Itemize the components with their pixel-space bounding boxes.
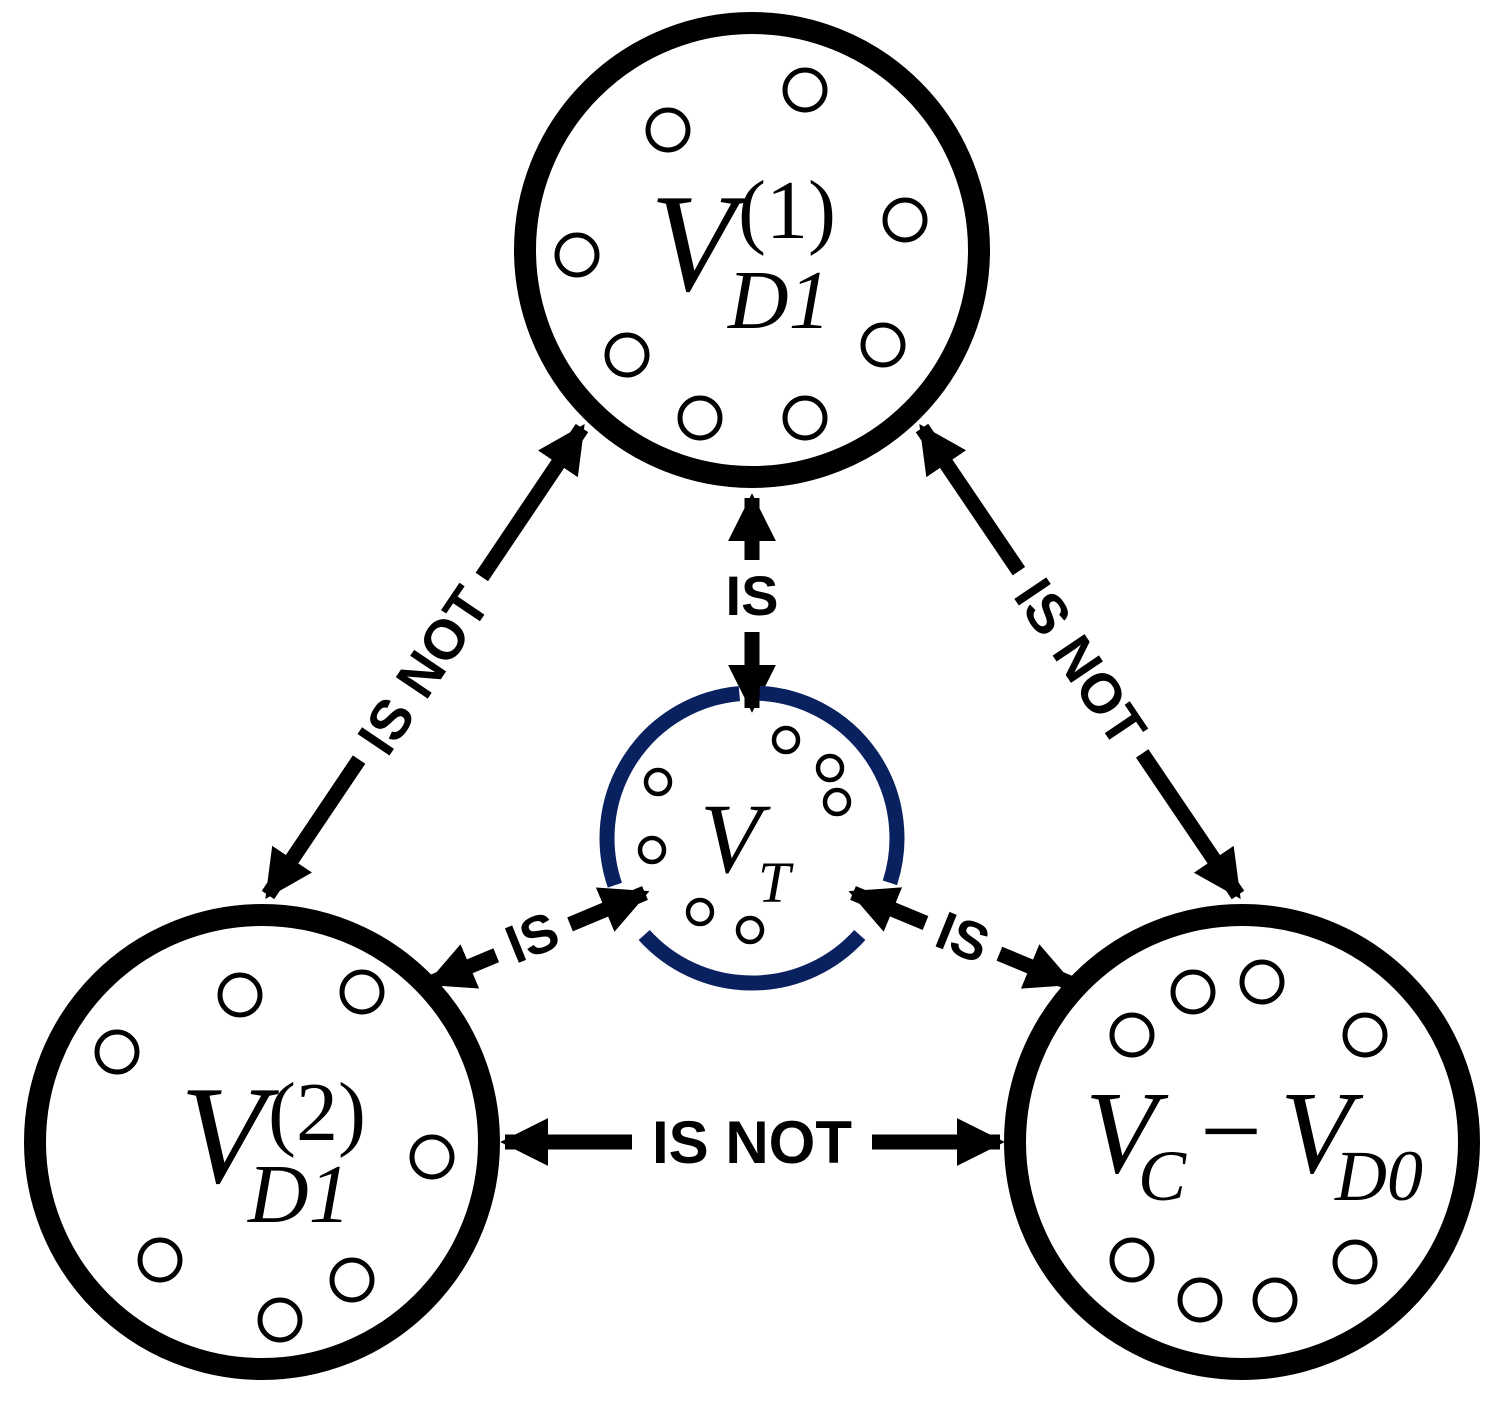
node-top: V (1) D1 (514, 12, 990, 488)
node-right-minus: − (1200, 1070, 1262, 1192)
edge-left-right-label: IS NOT (652, 1109, 852, 1176)
element-dot (685, 897, 715, 927)
node-left-dots (94, 969, 455, 1343)
element-dot (1252, 1277, 1298, 1323)
element-dot (882, 197, 928, 243)
element-dot (217, 972, 263, 1018)
element-dot (677, 395, 723, 441)
element-dot (1342, 1012, 1388, 1058)
element-dot (257, 1297, 303, 1343)
element-dot (409, 1134, 455, 1180)
node-center-ring (599, 685, 905, 991)
element-dot (735, 915, 765, 945)
node-center: V T (599, 685, 905, 991)
center-ring-arc (599, 686, 741, 888)
node-top-dots (554, 67, 928, 441)
node-left-sub: D1 (247, 1148, 351, 1241)
edge-right-center: IS (848, 886, 1075, 990)
node-top-main: V (650, 166, 749, 321)
element-dot (637, 835, 667, 865)
node-left-main: V (180, 1058, 279, 1213)
element-dot (815, 753, 845, 783)
node-right-sub-1: C (1138, 1136, 1187, 1216)
node-top-sup: (1) (738, 164, 836, 257)
edge-top-center-label: IS (726, 564, 779, 627)
node-right-sub-2: D0 (1334, 1136, 1423, 1216)
element-dot (1239, 959, 1285, 1005)
element-dot (339, 969, 385, 1015)
center-ring-arc (759, 685, 905, 886)
edge-left-right: IS NOT (500, 1105, 1005, 1179)
element-dot (643, 767, 673, 797)
element-dot (771, 725, 801, 755)
edge-top-left-label: IS NOT (345, 575, 502, 765)
node-right-main-2: V (1280, 1067, 1364, 1198)
node-right-main-1: V (1085, 1067, 1169, 1198)
edge-top-right-label: IS NOT (1002, 567, 1159, 757)
edge-left-center: IS (425, 886, 650, 990)
edge-top-left: IS NOT (261, 423, 589, 900)
element-dot (645, 107, 691, 153)
element-dot (554, 232, 600, 278)
element-dot (137, 1237, 183, 1283)
element-dot (782, 67, 828, 113)
node-left: V (2) D1 (24, 904, 500, 1380)
edge-top-center: IS (714, 493, 790, 713)
element-dot (604, 332, 650, 378)
element-dot (1109, 1012, 1155, 1058)
element-dot (1332, 1239, 1378, 1285)
node-center-dots (637, 725, 852, 945)
element-dot (822, 787, 852, 817)
node-center-main: V (700, 783, 771, 894)
node-right: V C − V D0 (1004, 904, 1480, 1380)
element-dot (1170, 969, 1216, 1015)
node-center-sub: T (758, 850, 794, 915)
node-right-dots (1109, 959, 1388, 1323)
node-top-sub: D1 (727, 254, 831, 347)
center-ring-arc (638, 929, 866, 991)
element-dot (782, 395, 828, 441)
element-dot (1109, 1237, 1155, 1283)
node-left-sup: (2) (268, 1066, 366, 1159)
element-dot (860, 322, 906, 368)
element-dot (94, 1029, 140, 1075)
element-dot (1177, 1277, 1223, 1323)
element-dot (329, 1257, 375, 1303)
edge-top-right: IS NOT (915, 423, 1245, 900)
